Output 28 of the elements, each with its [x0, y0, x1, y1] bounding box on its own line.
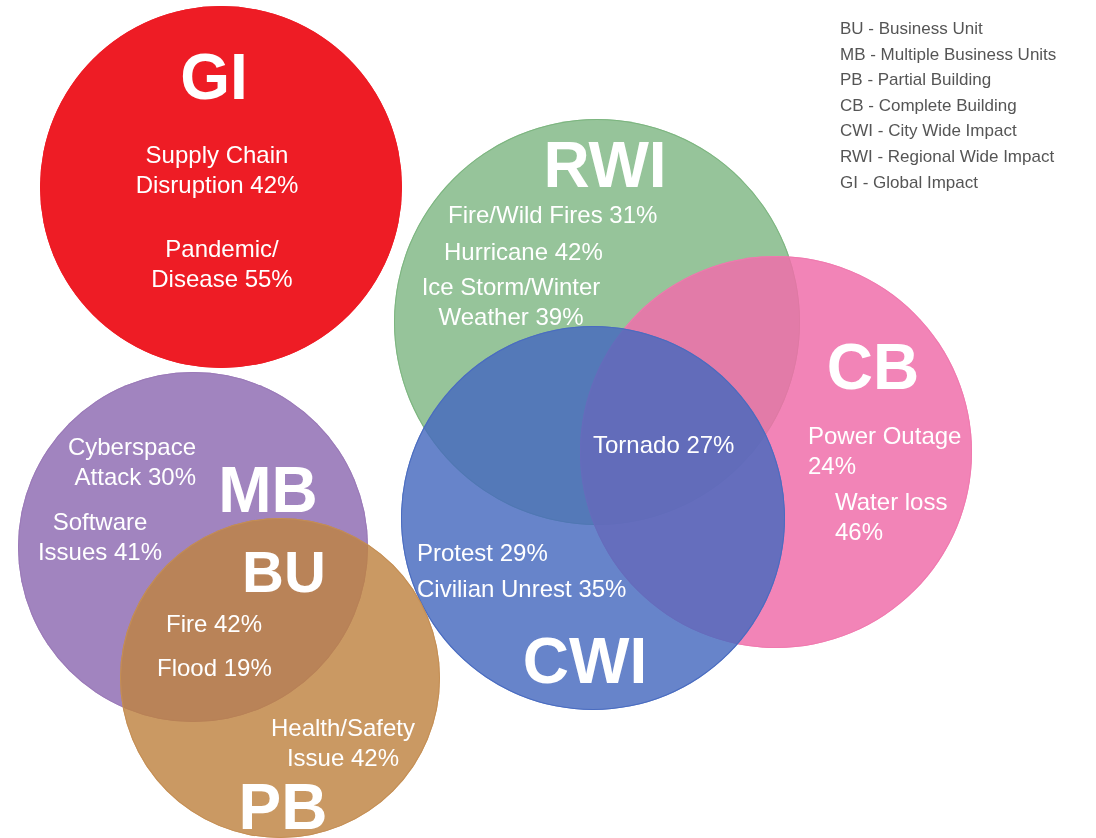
- risk-label: Fire/Wild Fires 31%: [448, 200, 659, 230]
- overlap-heading: BU: [242, 540, 326, 604]
- risk-label: Cyberspace Attack 30%: [66, 432, 196, 492]
- risk-label: Power Outage 24%: [808, 421, 963, 481]
- risk-label: Software Issues 41%: [36, 507, 164, 567]
- risk-label: Health/Safety Issue 42%: [269, 713, 417, 773]
- risk-label: Fire 42%: [166, 609, 263, 639]
- risk-label: Tornado 27%: [593, 430, 735, 460]
- risk-label: Ice Storm/Winter Weather 39%: [420, 272, 602, 332]
- risk-label: Flood 19%: [157, 653, 272, 683]
- abbreviation-key: CWI - City Wide Impact: [840, 118, 1017, 144]
- abbreviation-key: BU - Business Unit: [840, 16, 983, 42]
- circle-heading: CB: [825, 332, 921, 402]
- circle-heading: RWI: [542, 130, 668, 200]
- risk-label: Protest 29%: [417, 538, 549, 568]
- risk-label: Civilian Unrest 35%: [417, 574, 628, 604]
- risk-label: Water loss 46%: [835, 487, 949, 547]
- abbreviation-key: RWI - Regional Wide Impact: [840, 144, 1055, 170]
- circle-heading: GI: [179, 42, 249, 112]
- risk-label: Supply Chain Disruption 42%: [134, 140, 300, 200]
- risk-label: Hurricane 42%: [444, 237, 604, 267]
- circle-heading: PB: [237, 772, 329, 838]
- circle-heading: CWI: [521, 626, 649, 696]
- abbreviation-key: MB - Multiple Business Units: [840, 42, 1057, 68]
- abbreviation-key: CB - Complete Building: [840, 93, 1017, 119]
- abbreviation-key: GI - Global Impact: [840, 170, 978, 196]
- abbreviation-key: PB - Partial Building: [840, 67, 992, 93]
- risk-label: Pandemic/ Disease 55%: [150, 234, 294, 294]
